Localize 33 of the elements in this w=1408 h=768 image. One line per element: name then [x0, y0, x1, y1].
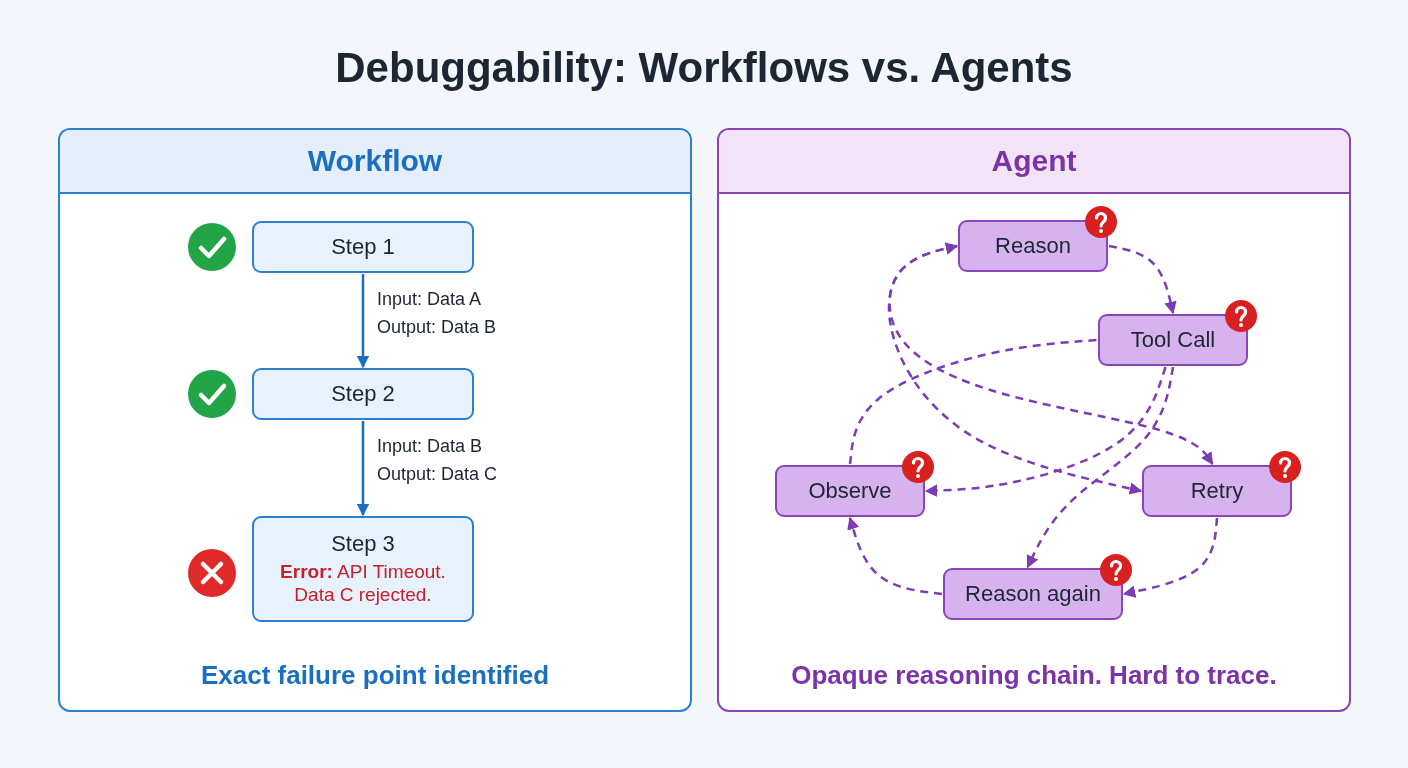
panel: [58, 128, 692, 712]
panel-summary: Opaque reasoning chain. Hard to trace.: [790, 660, 1278, 691]
step-label: Step 2: [331, 381, 395, 407]
step-box: [943, 568, 1123, 620]
step-label: Reason: [995, 233, 1071, 259]
diagram-title: Debuggability: Workflows vs. Agents: [334, 44, 1074, 92]
arrow: [1122, 517, 1219, 598]
step-label: Reason again: [965, 581, 1101, 607]
step-label: Retry: [1190, 478, 1244, 504]
step-label: Observe: [808, 478, 892, 504]
arrow: [356, 274, 370, 369]
step-box: [775, 465, 925, 517]
panel: [717, 128, 1351, 712]
arrow: [1026, 366, 1175, 569]
step-label: Tool Call: [1130, 327, 1216, 353]
panel-summary: Exact failure point identified: [199, 660, 551, 691]
arrow: [356, 421, 370, 517]
arrow: [1108, 244, 1177, 315]
process-box: [252, 516, 474, 622]
process-box: [252, 221, 474, 273]
step-box: [1098, 314, 1248, 366]
arrow: [888, 244, 1214, 466]
arrow: [847, 516, 943, 596]
error-message: Error: API Timeout. Data C rejected.: [279, 561, 447, 607]
process-box: [252, 368, 474, 420]
step-box: [958, 220, 1108, 272]
step-label: Step 1: [331, 234, 395, 260]
step-label: Step 3: [331, 531, 395, 558]
step-box: [1142, 465, 1292, 517]
arrow: [924, 366, 1167, 497]
panel-header: Agent: [719, 130, 1349, 194]
arrow: [887, 242, 1143, 495]
panel-header: Workflow: [60, 130, 690, 194]
